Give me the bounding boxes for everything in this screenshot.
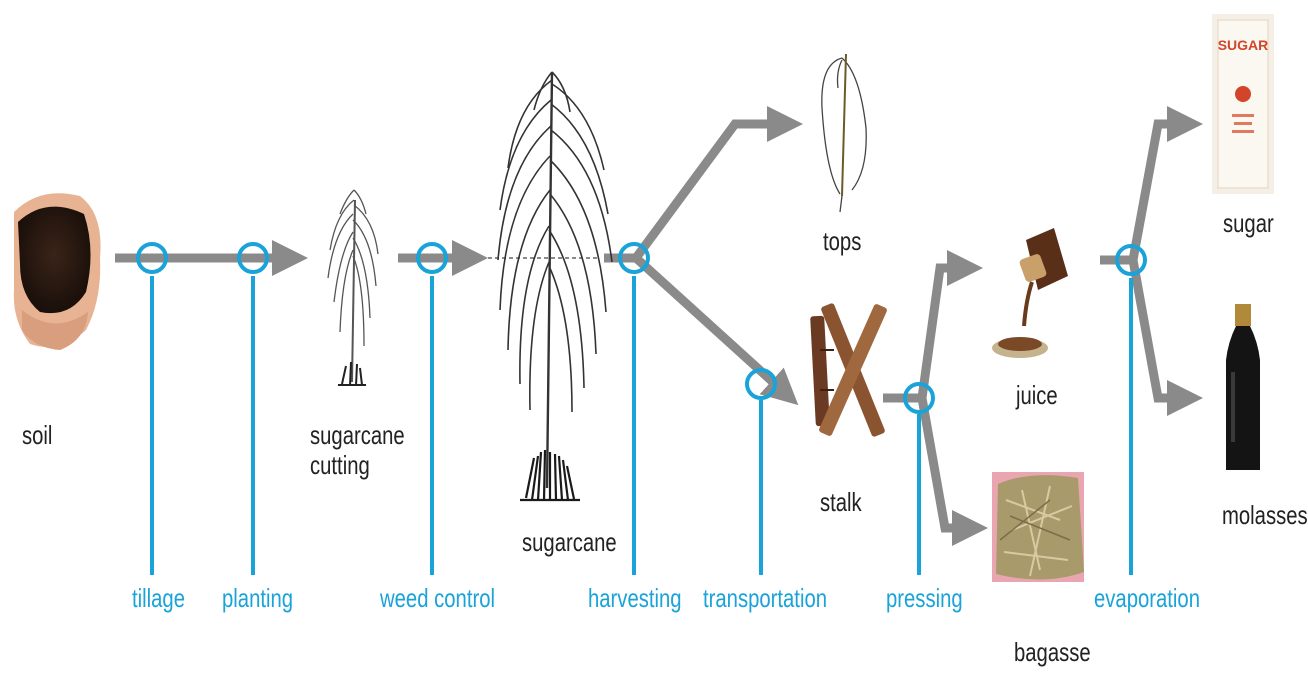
- label-evaporation: evaporation: [1094, 583, 1200, 613]
- arrow-to-tops: [636, 124, 785, 258]
- label-soil: soil: [22, 420, 52, 450]
- bagasse-pile-icon: [992, 472, 1084, 582]
- soil-in-hands-icon: [14, 193, 101, 350]
- label-bagasse: bagasse: [1014, 637, 1091, 667]
- label-juice: juice: [1016, 380, 1058, 410]
- arrow-to-molasses: [1133, 260, 1185, 398]
- label-sugarcane-cutting: sugarcane cutting: [310, 420, 405, 480]
- sugar-bag-label: SUGAR: [1218, 37, 1269, 53]
- arrow-to-stalk: [636, 258, 785, 393]
- label-harvesting: harvesting: [588, 583, 682, 613]
- label-tillage: tillage: [132, 583, 185, 613]
- arrow-to-bagasse: [922, 398, 970, 528]
- label-pressing: pressing: [886, 583, 963, 613]
- juice-pour-icon: [992, 228, 1068, 358]
- sugarcane-stalk-icon: [810, 302, 888, 437]
- label-transportation: transportation: [703, 583, 827, 613]
- sugarcane-tops-icon: [822, 54, 866, 212]
- label-sugarcane: sugarcane: [522, 527, 617, 557]
- sugar-bag-icon: SUGAR: [1212, 14, 1274, 194]
- arrow-to-juice: [922, 268, 965, 398]
- sugarcane-cutting-icon: [328, 190, 378, 386]
- label-stalk: stalk: [820, 487, 862, 517]
- sugarcane-plant-icon: [498, 72, 612, 500]
- label-tops: tops: [823, 226, 861, 256]
- label-planting: planting: [222, 583, 293, 613]
- label-sugar: sugar: [1223, 208, 1274, 238]
- arrow-to-sugar: [1133, 124, 1185, 260]
- label-weed-control: weed control: [380, 583, 495, 613]
- molasses-bottle-icon: [1226, 304, 1260, 470]
- label-molasses: molasses: [1222, 500, 1308, 530]
